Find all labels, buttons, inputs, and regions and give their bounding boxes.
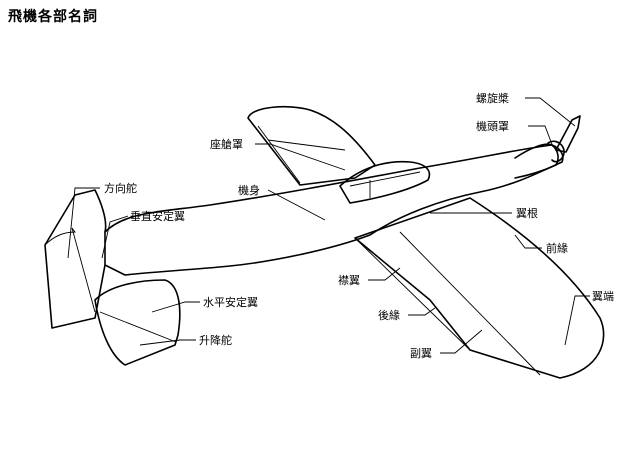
label-wing-tip: 翼端 [592,290,614,303]
leader-hstab [151,301,200,313]
flap-line [354,237,471,351]
spinner [547,140,565,163]
leader-aileron [440,329,483,354]
leader-cowling [528,125,554,148]
horizontal-stabilizer [94,279,181,366]
leader-wingtip [564,295,590,346]
canopy-frame [349,171,421,198]
label-horizontal-stabilizer: 水平安定翼 [203,295,258,309]
elevator-hinge [99,311,177,343]
page-title: 飛機各部名詞 [8,9,98,25]
propeller-blade [555,115,581,153]
label-fuselage: 機身 [238,183,260,197]
leader-leading-edge [514,234,542,249]
aileron-line [399,231,541,376]
rudder-outline [44,227,76,246]
cowling [514,143,559,179]
fuselage [104,144,564,276]
canopy [339,160,431,204]
label-cowling: 機頭罩 [476,119,509,133]
leader-canopy [255,143,346,171]
leader-vstab [101,215,129,259]
label-elevator: 升降舵 [199,333,232,347]
label-rudder: 方向舵 [104,181,137,195]
label-canopy: 座艙罩 [210,137,243,151]
label-flap: 襟翼 [338,274,360,287]
far-wing-flap-line [267,139,346,151]
far-wing-aileron-line [257,125,301,184]
leader-propeller [525,97,576,127]
near-wing [354,197,605,379]
label-propeller: 螺旋槳 [476,91,509,105]
leader-fuselage [267,189,326,221]
far-wing [247,105,376,186]
leader-elevator [139,339,196,346]
leader-flap [368,267,401,281]
label-vertical-stabilizer: 垂直安定翼 [130,209,185,223]
label-leading-edge: 前緣 [546,241,568,255]
rudder-hinge [71,227,96,313]
leader-trailing-edge [408,307,436,316]
label-wing-root: 翼根 [516,206,538,220]
label-aileron: 副翼 [410,347,432,360]
vertical-stabilizer [44,189,107,329]
leader-rudder [67,187,100,259]
label-trailing-edge: 後緣 [378,308,400,322]
